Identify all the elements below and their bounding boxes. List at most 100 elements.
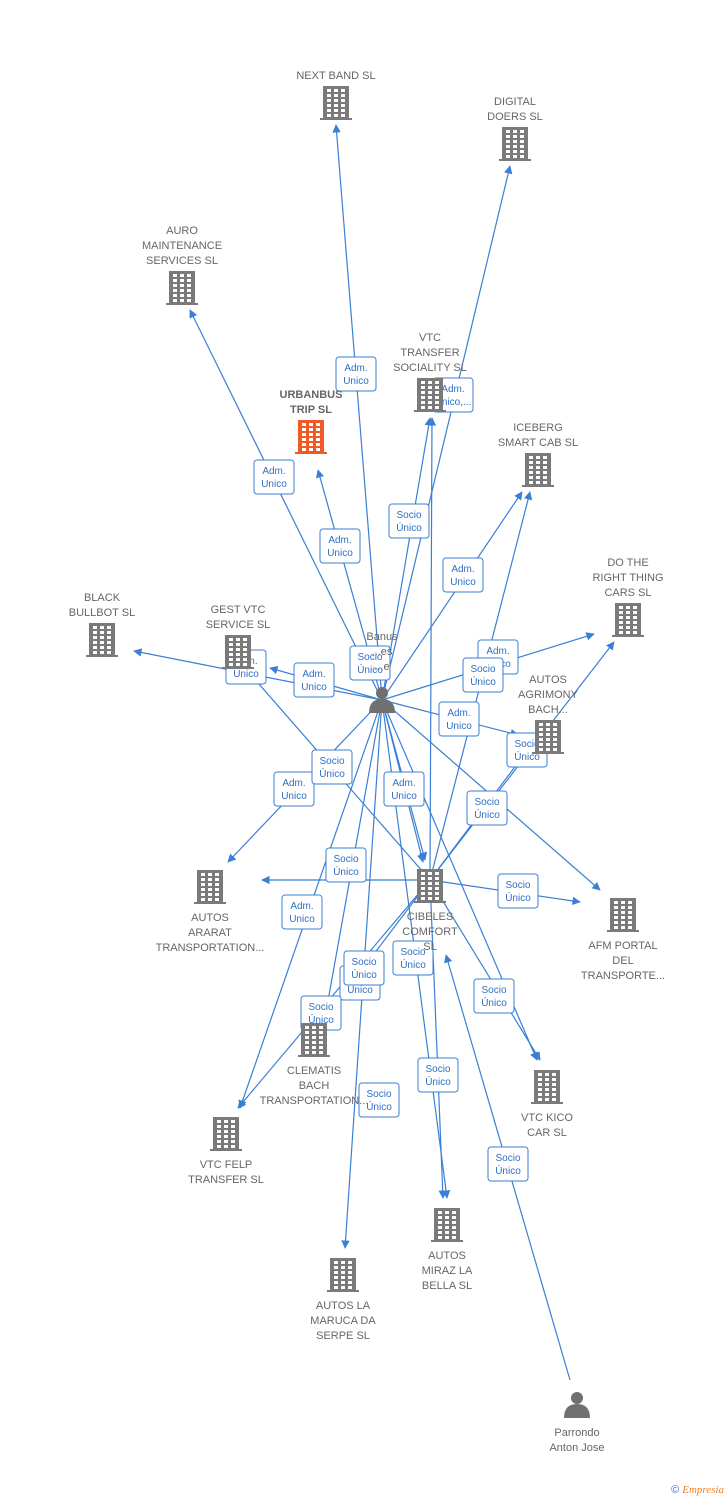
node-label: BACH <box>299 1080 330 1092</box>
building-icon <box>298 1023 330 1057</box>
edge-label-box <box>383 771 425 807</box>
edge-label-text: Único <box>481 996 507 1009</box>
node-label: SMART CAB SL <box>498 437 578 449</box>
edge-label-text: Socio <box>333 854 358 865</box>
node-iceberg[interactable]: ICEBERG SMART CAB SL <box>498 422 578 487</box>
edge-labels-layer: Adm.UnicoAdm.UnicoAdm.Unico,...Adm.Unico… <box>225 356 548 1182</box>
edge-label-text: Socio <box>425 1064 450 1075</box>
building-icon <box>612 603 644 637</box>
edge-label-text: Socio <box>308 1002 333 1013</box>
building-icon <box>414 869 446 903</box>
building-icon <box>320 86 352 120</box>
edge-label-banus-to-next_band[interactable]: Adm.Unico <box>335 356 377 392</box>
edge-label-text: Único <box>425 1075 451 1088</box>
node-autos-ararat[interactable]: AUTOSARARATTRANSPORTATION... <box>156 870 265 954</box>
edge-label-text: Adm. <box>441 384 464 395</box>
node-label: DEL <box>612 955 633 967</box>
node-label: SL <box>423 941 436 953</box>
edge-label-text: Socio <box>351 957 376 968</box>
node-banus[interactable]: Banus...es...e <box>366 631 398 713</box>
edge-label-text: Único <box>366 1100 392 1113</box>
edge-label-text: Adm. <box>392 778 415 789</box>
edge-label-text: Unico,... <box>435 397 472 408</box>
edge-label-text: Unico <box>347 985 373 996</box>
node-label: AUTOS <box>428 1250 466 1262</box>
edge-label-banus-to-vtc_felp[interactable]: Adm.Unico <box>281 894 323 930</box>
edge-label-text: Socio <box>366 1089 391 1100</box>
node-label: TRIP SL <box>290 404 332 416</box>
building-icon <box>499 127 531 161</box>
edge-label-banus-to-gest_vtc[interactable]: Adm. Unico <box>293 662 335 698</box>
edge-label-box <box>487 1146 529 1182</box>
edge-label-box <box>388 503 430 539</box>
edge-label-text: Adm. <box>302 669 325 680</box>
node-label: ICEBERG <box>513 422 563 434</box>
node-autos-agrimony[interactable]: AUTOSAGRIMONYBACH... <box>518 674 579 754</box>
building-icon <box>532 720 564 754</box>
person-icon <box>369 687 395 713</box>
edge-label-banus-to-cibeles[interactable]: Adm.Unico <box>383 771 425 807</box>
edge-label-text: Socio <box>400 947 425 958</box>
edge-label-banus-to-autos_agrimony[interactable]: Adm.Unico <box>438 701 480 737</box>
edge-label-box <box>392 940 434 976</box>
edge-label-text: Único <box>351 968 377 981</box>
node-label: VTC KICO <box>521 1112 573 1124</box>
node-clematis[interactable]: CLEMATISBACHTRANSPORTATION... <box>260 1023 369 1107</box>
edge-label-banus-to-iceberg[interactable]: Adm.Unico <box>442 557 484 593</box>
edge-label-text: Unico <box>233 669 259 680</box>
building-icon <box>414 378 446 412</box>
edge-label-box <box>497 873 539 909</box>
node-label: AUTOS LA <box>316 1300 371 1312</box>
edge-banus-to-auro <box>189 309 383 701</box>
edge-label-box <box>462 657 504 693</box>
node-label: MIRAZ LA <box>422 1265 473 1277</box>
edge-label-text: Unico <box>446 721 472 732</box>
edge-cibeles-to-vtc_transfer_sociality <box>427 417 437 881</box>
node-label: NEXT BAND SL <box>296 70 375 82</box>
edge-label-banus-to-autos_ararat[interactable]: Adm.Unico <box>273 771 315 807</box>
node-afm-portal[interactable]: AFM PORTALDELTRANSPORTE... <box>581 898 665 982</box>
node-label: Parrondo <box>554 1427 599 1439</box>
building-icon <box>295 420 327 454</box>
node-label: CIBELES <box>407 911 453 923</box>
edge-label-box <box>281 894 323 930</box>
edge-label-box <box>466 790 508 826</box>
node-next-band[interactable]: NEXT BAND SL <box>296 70 376 120</box>
edge-label-banus-to-urbanbus[interactable]: Adm.Unico <box>319 528 361 564</box>
edge-label-text: Unico <box>327 548 353 559</box>
edge-label-text: Socio <box>495 1153 520 1164</box>
copyright-notice[interactable]: © Empresia <box>671 1484 724 1496</box>
building-icon <box>210 1117 242 1151</box>
edge-label-text: Adm. <box>486 646 509 657</box>
edge-label-banus-to-auro[interactable]: Adm.Unico <box>253 459 295 495</box>
edge-label-text: Unico <box>301 682 327 693</box>
